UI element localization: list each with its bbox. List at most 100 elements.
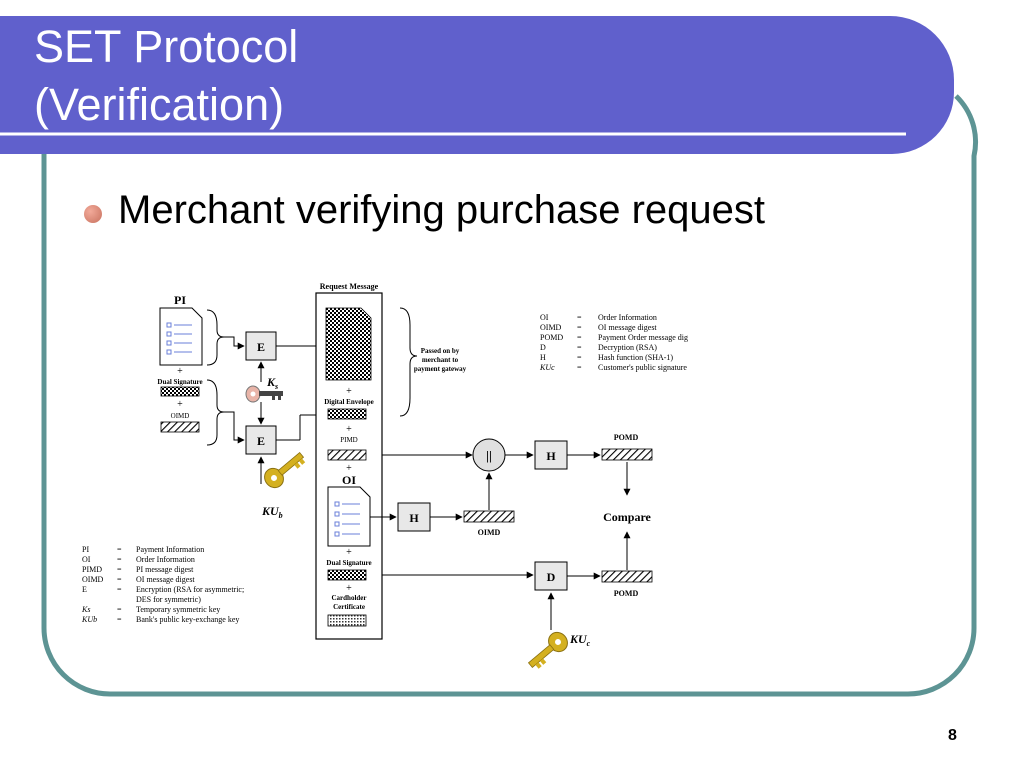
encrypt-label: E — [257, 434, 265, 448]
kub-key-icon — [264, 451, 306, 489]
pomd-block-bottom — [601, 570, 653, 583]
svg-text:=: = — [117, 615, 122, 624]
pi-document-icon — [159, 307, 203, 366]
svg-text:Payment Information: Payment Information — [136, 545, 204, 554]
encrypt-label: E — [257, 340, 265, 354]
page-number: 8 — [948, 727, 957, 744]
svg-text:OIMD: OIMD — [540, 323, 562, 332]
plus-sign: + — [346, 386, 352, 397]
plus-sign: + — [346, 583, 352, 594]
svg-text:Decryption (RSA): Decryption (RSA) — [598, 343, 657, 352]
dual-signature-label: Dual Signature — [157, 378, 202, 386]
svg-text:OI: OI — [540, 313, 549, 322]
legend-row: H = Hash function (SHA-1) — [540, 353, 673, 362]
legend-row: E = Encryption (RSA for asymmetric; — [82, 585, 244, 594]
ks-key-icon — [245, 385, 283, 403]
slide-title-line2: (Verification) — [34, 79, 285, 130]
encrypted-pi-block — [325, 307, 372, 381]
svg-text:Bank's public key-exchange key: Bank's public key-exchange key — [136, 615, 239, 624]
plus-sign: + — [346, 547, 352, 558]
oimd-block-right — [463, 510, 515, 523]
decrypt-label: D — [547, 570, 556, 584]
dual-signature-block — [327, 569, 367, 581]
legend-row: PI = Payment Information — [82, 545, 204, 554]
slide-title-line1: SET Protocol — [34, 21, 299, 72]
svg-text:OI message digest: OI message digest — [598, 323, 657, 332]
set-verification-diagram: PI + Dual Signature + OIMD E E Ks KUb — [81, 282, 688, 669]
oimd-label-right: OIMD — [478, 528, 501, 537]
svg-text:=: = — [577, 323, 582, 332]
oimd-brace — [206, 379, 225, 446]
svg-text:OI message digest: OI message digest — [136, 575, 195, 584]
plus-sign: + — [346, 463, 352, 474]
svg-text:POMD: POMD — [540, 333, 563, 342]
legend-bottom: PI = Payment Information OI = Order Info… — [81, 545, 244, 624]
kuc-label: KUc — [569, 632, 591, 648]
oi-document-icon — [327, 486, 371, 547]
concat-label: || — [486, 448, 492, 463]
svg-text:=: = — [117, 555, 122, 564]
pomd-label-top: POMD — [614, 433, 639, 442]
svg-text:=: = — [117, 545, 122, 554]
legend-row: OIMD = OI message digest — [540, 323, 657, 332]
svg-text:Temporary symmetric key: Temporary symmetric key — [136, 605, 220, 614]
oi-document-lines — [334, 501, 360, 537]
kub-label: KUb — [261, 504, 283, 520]
svg-text:=: = — [577, 353, 582, 362]
svg-text:Ks: Ks — [81, 605, 90, 614]
svg-text:=: = — [577, 363, 582, 372]
compare-label: Compare — [603, 510, 651, 524]
pi-document-lines — [166, 322, 192, 355]
request-message-label: Request Message — [320, 282, 379, 291]
content-frame — [41, 94, 979, 697]
svg-text:OI: OI — [82, 555, 91, 564]
passed-on-brace — [399, 307, 418, 417]
svg-text:Hash function (SHA-1): Hash function (SHA-1) — [598, 353, 673, 362]
dual-signature-block — [160, 386, 200, 397]
svg-text:=: = — [117, 605, 122, 614]
cardholder-certificate-block — [327, 614, 367, 627]
decrypt-box — [534, 561, 568, 591]
pi-label: PI — [174, 293, 186, 307]
encrypt-box-2 — [245, 425, 277, 455]
legend-top: OI = Order Information OIMD = OI message… — [539, 313, 688, 372]
svg-text:Order Information: Order Information — [136, 555, 195, 564]
kuc-key-icon — [527, 631, 568, 669]
svg-text:H: H — [540, 353, 546, 362]
svg-text:D: D — [540, 343, 546, 352]
dual-signature-label: Dual Signature — [326, 559, 371, 567]
svg-text:E: E — [82, 585, 87, 594]
bullet-icon — [84, 205, 102, 223]
legend-row: OI = Order Information — [82, 555, 195, 564]
svg-text:Payment Order message dig: Payment Order message dig — [598, 333, 688, 342]
svg-text:=: = — [117, 585, 122, 594]
plus-sign: + — [177, 399, 183, 410]
svg-text:=: = — [577, 333, 582, 342]
legend-row: D = Decryption (RSA) — [540, 343, 657, 352]
legend-row: PIMD = PI message digest — [82, 565, 194, 574]
svg-text:PIMD: PIMD — [82, 565, 102, 574]
arrow-to-e2 — [224, 411, 245, 444]
svg-text:Customer's public signature: Customer's public signature — [598, 363, 687, 372]
pomd-block-top — [601, 448, 653, 461]
pi-brace — [206, 309, 225, 366]
oimd-label: OIMD — [171, 412, 190, 420]
legend-row: OI = Order Information — [540, 313, 657, 322]
hash-label: H — [546, 449, 556, 463]
svg-text:PI message digest: PI message digest — [136, 565, 194, 574]
legend-row: POMD = Payment Order message dig — [540, 333, 688, 342]
svg-text:DES for symmetric): DES for symmetric) — [136, 595, 201, 604]
oi-label: OI — [342, 473, 356, 487]
plus-sign: + — [346, 424, 352, 435]
ks-label: Ks — [266, 375, 278, 391]
svg-text:Order Information: Order Information — [598, 313, 657, 322]
pomd-label-bottom: POMD — [614, 589, 639, 598]
hash-box-top — [534, 440, 568, 470]
bullet-text: Merchant verifying purchase request — [118, 188, 765, 232]
svg-text:=: = — [117, 565, 122, 574]
legend-row: Ks = Temporary symmetric key — [81, 605, 220, 614]
hash-label: H — [409, 511, 419, 525]
